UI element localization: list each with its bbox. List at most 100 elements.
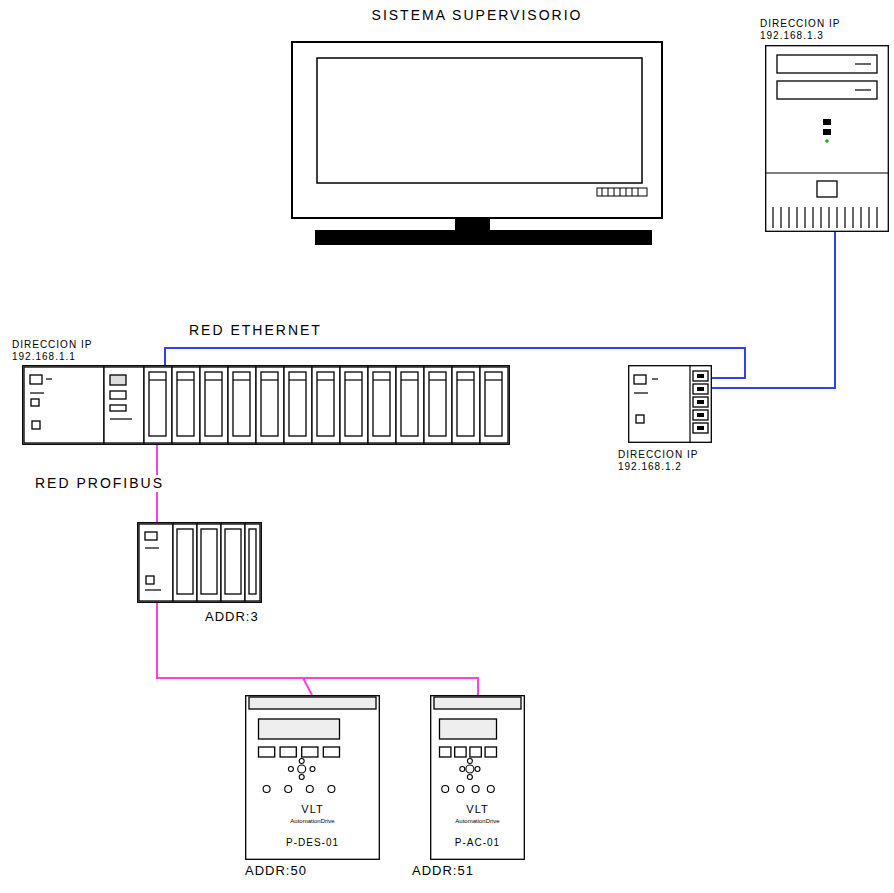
drawing-part — [401, 372, 418, 436]
drawing-part — [697, 387, 704, 391]
drawing-part — [23, 366, 510, 445]
drawing-part — [249, 697, 376, 709]
drawing-part — [788, 207, 789, 228]
drawing-part — [440, 719, 497, 739]
drawing-part — [472, 786, 479, 793]
drawing-part — [30, 392, 44, 393]
drawing-part — [442, 786, 449, 793]
drawing-part — [306, 786, 313, 793]
monitor-screen — [317, 58, 642, 183]
drawing-part — [467, 759, 472, 764]
drawing-part — [145, 547, 159, 548]
drawing-part — [139, 524, 173, 601]
drawing-part — [345, 379, 362, 380]
drawing-part — [396, 367, 424, 443]
drawing-part — [466, 765, 474, 773]
drawing-part — [844, 207, 845, 228]
ethernet-cable — [712, 232, 835, 388]
profibus-cable — [157, 603, 312, 695]
drawing-part — [368, 367, 396, 443]
drawing-part — [634, 375, 646, 384]
drawing-part — [205, 372, 222, 436]
device-text: VLT — [245, 803, 380, 816]
drawing-part — [820, 207, 821, 228]
drawing-part — [31, 399, 39, 406]
drawing-part — [777, 55, 877, 73]
drawing-part — [460, 767, 465, 772]
vlt-drive-drawing — [430, 695, 525, 860]
drawing-part — [455, 747, 466, 757]
device-text: AutomationDrive — [245, 818, 380, 825]
drawing-part — [629, 366, 712, 443]
drawing-part — [652, 378, 658, 379]
drawing-part — [149, 372, 166, 436]
drawing-part — [485, 379, 502, 380]
computer-tower-drawing — [765, 45, 889, 232]
computer-tower: DIRECCION IP 192.168.1.3 — [765, 45, 889, 232]
drawing-part — [233, 379, 250, 380]
drawing-part — [817, 181, 837, 197]
drawing-part — [259, 747, 275, 757]
drawing-part — [205, 379, 222, 380]
drawing-part — [177, 379, 194, 380]
bus-address: ADDR:3 — [205, 609, 259, 625]
drawing-part — [302, 747, 318, 757]
drawing-part — [780, 207, 781, 228]
drawing-part — [467, 775, 472, 780]
drawing-part — [401, 379, 418, 380]
drawing-part — [197, 524, 221, 601]
drawing-part — [457, 372, 474, 436]
drawing-part — [177, 529, 193, 594]
drawing-part — [299, 775, 304, 780]
drawing-part — [261, 379, 278, 380]
drawing-part — [345, 372, 362, 436]
drawing-part — [836, 207, 837, 228]
monitor-stand — [455, 218, 490, 231]
diagram-title: SISTEMA SUPERVISORIO — [292, 7, 662, 24]
monitor-bezel — [292, 42, 662, 218]
drawing-part — [636, 415, 644, 423]
drawing-part — [693, 371, 708, 381]
drawing-part — [310, 767, 315, 772]
drawing-part — [452, 367, 480, 443]
drawing-part — [144, 367, 172, 443]
device-text: AutomationDrive — [430, 818, 525, 825]
drawing-part — [457, 379, 474, 380]
drawing-part — [429, 379, 446, 380]
drawing-part — [259, 719, 340, 739]
device-text: P-AC-01 — [430, 837, 525, 849]
drawing-part — [373, 379, 390, 380]
drawing-part — [855, 63, 871, 64]
drawing-part — [804, 207, 805, 228]
drawing-part — [46, 378, 52, 379]
drawing-part — [24, 367, 104, 443]
remote-io-drawing — [137, 522, 262, 603]
drawing-part — [868, 207, 869, 228]
drawing-part — [855, 89, 871, 90]
ip-address: DIRECCION IP 192.168.1.1 — [12, 339, 104, 363]
drawing-part — [852, 207, 853, 228]
drawing-part — [480, 367, 508, 443]
drawing-part — [172, 367, 200, 443]
drawing-part — [424, 367, 452, 443]
drawing-part — [697, 400, 704, 404]
drawing-part — [110, 375, 126, 385]
drawing-part — [766, 46, 889, 232]
drawing-part — [689, 365, 690, 443]
drawing-part — [149, 379, 166, 380]
ip-address: DIRECCION IP 192.168.1.3 — [760, 18, 852, 42]
drawing-part — [261, 372, 278, 436]
vlt-drive: VLTAutomationDriveP-AC-01ADDR:51 — [430, 695, 525, 860]
drawing-part — [177, 372, 194, 436]
ip-address: DIRECCION IP 192.168.1.2 — [618, 449, 710, 473]
drawing-part — [828, 207, 829, 228]
drawing-part — [825, 139, 829, 143]
drawing-part — [110, 391, 126, 399]
drawing-part — [246, 696, 380, 860]
vlt-drive-drawing — [245, 695, 380, 860]
drawing-part — [429, 372, 446, 436]
drawing-part — [289, 379, 306, 380]
drawing-part — [298, 765, 306, 773]
drawing-part — [860, 207, 861, 228]
drawing-part — [317, 379, 334, 380]
